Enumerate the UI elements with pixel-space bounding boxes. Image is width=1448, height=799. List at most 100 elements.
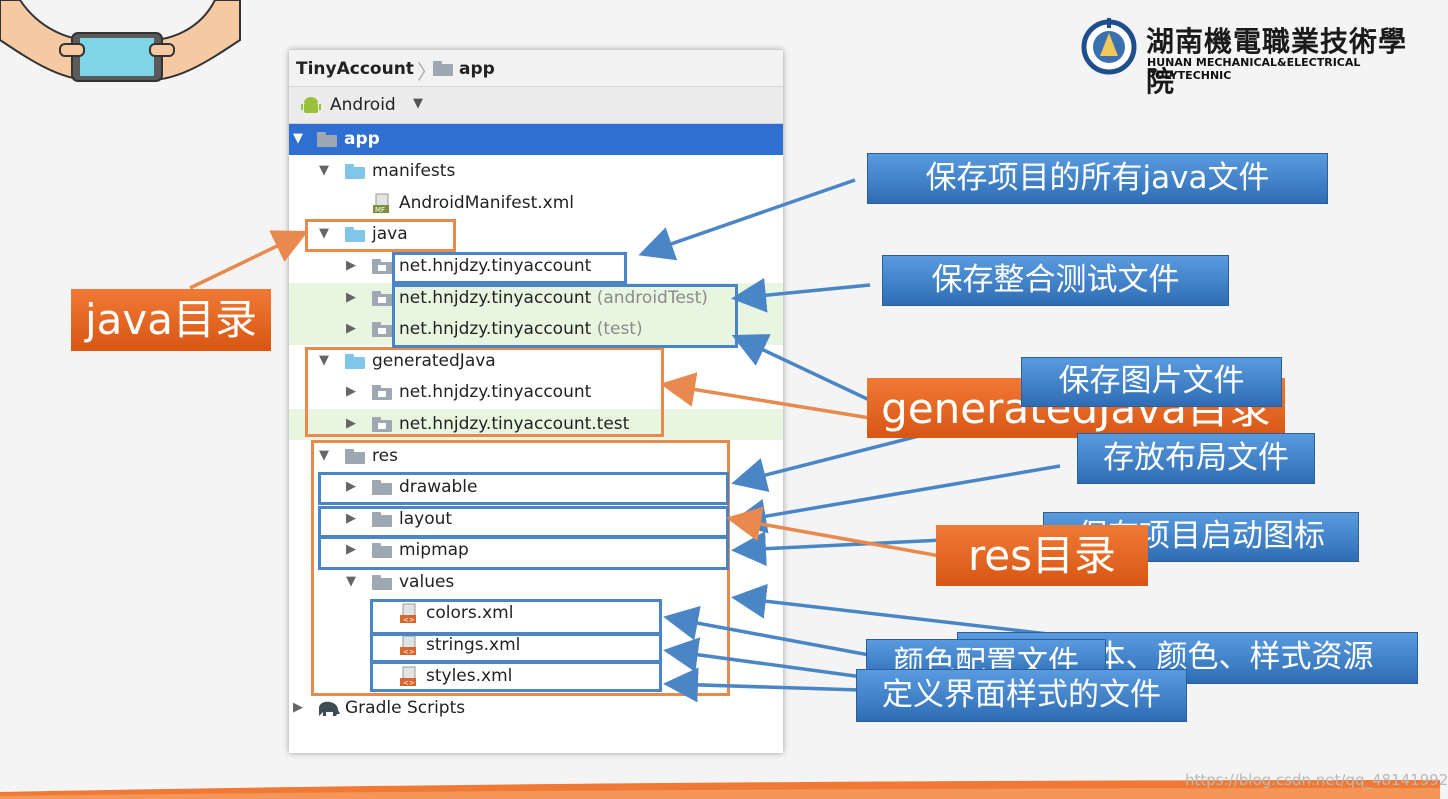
tree-item-gradle-scripts[interactable]: ▶ Gradle Scripts: [289, 693, 783, 724]
view-selector[interactable]: Android ▼: [289, 87, 783, 124]
res-folder-icon: [345, 449, 365, 464]
collapse-arrow-icon[interactable]: ▶: [346, 542, 356, 557]
tree-item-strings[interactable]: <> strings.xml: [289, 630, 783, 661]
styles-highlight: [370, 661, 662, 692]
drawable-highlight: [318, 472, 729, 505]
chevron-down-icon: ▼: [413, 96, 423, 111]
generated-java-highlight: [305, 347, 664, 437]
callout-layout: 存放布局文件: [1077, 433, 1315, 484]
tree-label: AndroidManifest.xml: [399, 193, 575, 213]
college-logo: 湖南機電職業技術學院 HUNAN MECHANICAL&ELECTRICAL P…: [1080, 12, 1425, 98]
tree-label: manifests: [372, 161, 456, 181]
android-icon: [301, 97, 321, 113]
xml-file-icon: <>: [400, 666, 416, 687]
tree-label: generatedJava: [372, 351, 496, 371]
tree-label: res: [372, 446, 398, 466]
callout-style-file: 定义界面样式的文件: [856, 669, 1187, 722]
folder-icon: [372, 480, 392, 495]
svg-text:<>: <>: [403, 679, 415, 687]
tree-label: net.hnjdzy.tinyaccount: [399, 382, 592, 402]
xml-file-icon: <>: [400, 603, 416, 624]
folder-icon: [345, 164, 365, 179]
tree-item-res[interactable]: ▼ res: [289, 441, 783, 472]
manifest-file-icon: MF: [373, 193, 389, 214]
hands-phone-illustration: [0, 0, 241, 82]
gradle-elephant-icon: [319, 701, 340, 716]
tree-label: net.hnjdzy.tinyaccount.test: [399, 414, 630, 434]
breadcrumb-separator-icon: 〉: [417, 60, 437, 84]
tree-item-mipmap[interactable]: ▶ mipmap: [289, 535, 783, 566]
expand-arrow-icon[interactable]: ▼: [293, 131, 303, 146]
tree-item-drawable[interactable]: ▶ drawable: [289, 472, 783, 503]
tree-label: values: [399, 572, 455, 592]
tree-item-android-manifest[interactable]: MF AndroidManifest.xml: [289, 188, 783, 219]
java-dir-highlight: [305, 219, 456, 252]
tree-label: net.hnjdzy.tinyaccount: [399, 256, 592, 276]
tree-label: strings.xml: [426, 635, 521, 655]
tree-item-java[interactable]: ▼ java: [289, 219, 783, 250]
tree-item-values[interactable]: ▼ values: [289, 567, 783, 598]
tree-label: java: [372, 224, 408, 244]
college-emblem-icon: [1081, 18, 1137, 75]
tree-item-pkg-main[interactable]: ▶ net.hnjdzy.tinyaccount: [289, 251, 783, 282]
expand-arrow-icon[interactable]: ▼: [319, 353, 329, 368]
breadcrumb-module[interactable]: app: [459, 59, 495, 79]
layout-highlight: [318, 506, 729, 538]
colors-highlight: [370, 599, 662, 635]
tree-label: mipmap: [399, 540, 469, 560]
breadcrumb-project[interactable]: TinyAccount: [296, 59, 414, 79]
tree-item-layout[interactable]: ▶ layout: [289, 504, 783, 535]
package-icon: [372, 322, 392, 337]
tree-label: drawable: [399, 477, 478, 497]
arrow-java-dir: [189, 230, 309, 290]
svg-text:<>: <>: [403, 648, 415, 656]
collapse-arrow-icon[interactable]: ▶: [346, 321, 356, 336]
callout-integration-test: 保存整合测试文件: [882, 255, 1229, 306]
expand-arrow-icon[interactable]: ▼: [319, 226, 329, 241]
college-name-cn: 湖南機電職業技術學院: [1146, 25, 1408, 98]
folder-icon: [372, 512, 392, 527]
tree-item-pkg-test[interactable]: ▶ net.hnjdzy.tinyaccount (test): [289, 314, 783, 345]
package-icon: [372, 259, 392, 274]
tree-label: app: [344, 129, 380, 149]
tree-item-pkg-android-test[interactable]: ▶ net.hnjdzy.tinyaccount (androidTest): [289, 283, 783, 314]
source-set-label: (test): [596, 319, 643, 339]
module-folder-icon: [433, 61, 453, 76]
tree-item-app[interactable]: ▼ app: [289, 124, 783, 155]
module-folder-icon: [317, 132, 337, 147]
folder-icon: [372, 575, 392, 590]
collapse-arrow-icon[interactable]: ▶: [346, 258, 356, 273]
view-selector-value: Android: [330, 95, 396, 115]
folder-icon: [372, 543, 392, 558]
arrow-layout: [731, 464, 1061, 534]
bottom-orange-band: [0, 780, 1440, 799]
tree-item-styles[interactable]: <> styles.xml: [289, 661, 783, 692]
expand-arrow-icon[interactable]: ▼: [319, 448, 329, 463]
collapse-arrow-icon[interactable]: ▶: [346, 479, 356, 494]
svg-text:<>: <>: [403, 616, 415, 624]
package-icon: [372, 417, 392, 432]
callout-res-dir: res目录: [936, 525, 1148, 586]
xml-file-icon: <>: [400, 635, 416, 656]
collapse-arrow-icon[interactable]: ▶: [346, 290, 356, 305]
tree-item-colors[interactable]: <> colors.xml: [289, 598, 783, 629]
tree-label: colors.xml: [426, 603, 514, 623]
collapse-arrow-icon[interactable]: ▶: [346, 416, 356, 431]
watermark: https://blog.csdn.net/qq_48141992: [1185, 771, 1448, 789]
folder-icon: [345, 227, 365, 242]
callout-images: 保存图片文件: [1021, 357, 1282, 407]
tree-item-gen-pkg[interactable]: ▶ net.hnjdzy.tinyaccount: [289, 377, 783, 408]
tree-label: styles.xml: [426, 666, 513, 686]
expand-arrow-icon[interactable]: ▼: [319, 163, 329, 178]
collapse-arrow-icon[interactable]: ▶: [346, 511, 356, 526]
tree-label: layout: [399, 509, 453, 529]
svg-text:MF: MF: [375, 206, 385, 214]
tree-item-generated-java[interactable]: ▼ generatedJava: [289, 346, 783, 377]
pkg-tests-highlight: [392, 284, 738, 348]
collapse-arrow-icon[interactable]: ▶: [293, 700, 303, 715]
package-icon: [372, 385, 392, 400]
tree-item-manifests[interactable]: ▼ manifests: [289, 156, 783, 187]
expand-arrow-icon[interactable]: ▼: [346, 574, 356, 589]
package-icon: [372, 291, 392, 306]
collapse-arrow-icon[interactable]: ▶: [346, 384, 356, 399]
